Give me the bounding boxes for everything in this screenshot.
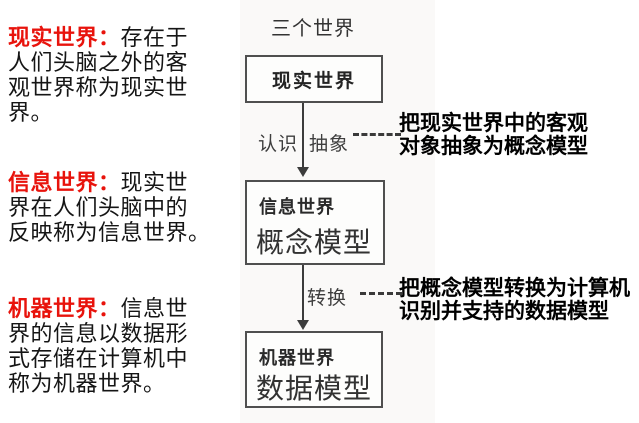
definition-line: 现实世界：存在于 [8, 25, 188, 50]
arrow-label-transformation: 转换 [307, 288, 348, 309]
annotation-transformation: 把概念模型转换为计算机 识别并支持的数据模型 [399, 277, 630, 323]
annotation-line: 识别并支持的数据模型 [399, 300, 609, 323]
box-real-world: 现实世界 [245, 55, 383, 103]
definition-line: 式存储在计算机中 [8, 346, 189, 371]
arrow-down-icon [297, 320, 309, 330]
definition-line: 反映称为信息世界。 [8, 220, 211, 245]
arrow-label-abstraction: 抽象 [309, 134, 350, 155]
box-info-world: 信息世界 概念模型 [245, 180, 385, 265]
arrow-down-icon [297, 167, 309, 177]
term-real-world: 现实世界： [8, 25, 121, 50]
info-world-label: 信息世界 [259, 197, 335, 217]
definition-line: 观世界称为现实世 [8, 75, 189, 100]
definition-line: 人们头脑之外的客 [8, 50, 189, 75]
definition-info-world: 信息世界：现实世 界在人们头脑中的 反映称为信息世界。 [8, 170, 211, 245]
definition-line: 称为机器世界。 [8, 371, 166, 396]
definition-machine-world: 机器世界：信息世 界的信息以数据形 式存储在计算机中 称为机器世界。 [8, 296, 188, 396]
definition-real-world: 现实世界：存在于 人们头脑之外的客 观世界称为现实世 界。 [8, 25, 188, 125]
definition-line: 界。 [8, 100, 54, 125]
annotation-line: 对象抽象为概念模型 [399, 135, 588, 158]
dashed-connector-1 [353, 133, 401, 136]
arrow-label-cognition: 认识 [258, 134, 299, 155]
definition-text: 信息世 [120, 296, 189, 321]
machine-world-label: 机器世界 [259, 348, 335, 368]
definition-line: 界在人们头脑中的 [8, 195, 189, 220]
definition-line: 机器世界：信息世 [8, 296, 188, 321]
term-info-world: 信息世界： [8, 170, 121, 195]
box-machine-world: 机器世界 数据模型 [245, 331, 383, 408]
dashed-connector-2 [360, 292, 402, 295]
real-world-label: 现实世界 [271, 70, 356, 92]
definition-line: 界的信息以数据形 [8, 321, 189, 346]
flow-arrow-line-1 [302, 103, 304, 169]
flow-arrow-line-2 [302, 265, 304, 322]
flowchart-title: 三个世界 [271, 18, 355, 40]
concept-model-label: 概念模型 [256, 228, 373, 259]
annotation-line: 把概念模型转换为计算机 [399, 277, 630, 300]
definition-text: 存在于 [120, 25, 189, 50]
annotation-abstraction: 把现实世界中的客观 对象抽象为概念模型 [399, 112, 588, 158]
definition-text: 现实世 [120, 170, 189, 195]
definition-line: 信息世界：现实世 [8, 170, 211, 195]
term-machine-world: 机器世界： [8, 296, 121, 321]
data-model-label: 数据模型 [256, 374, 373, 405]
annotation-line: 把现实世界中的客观 [399, 112, 588, 135]
